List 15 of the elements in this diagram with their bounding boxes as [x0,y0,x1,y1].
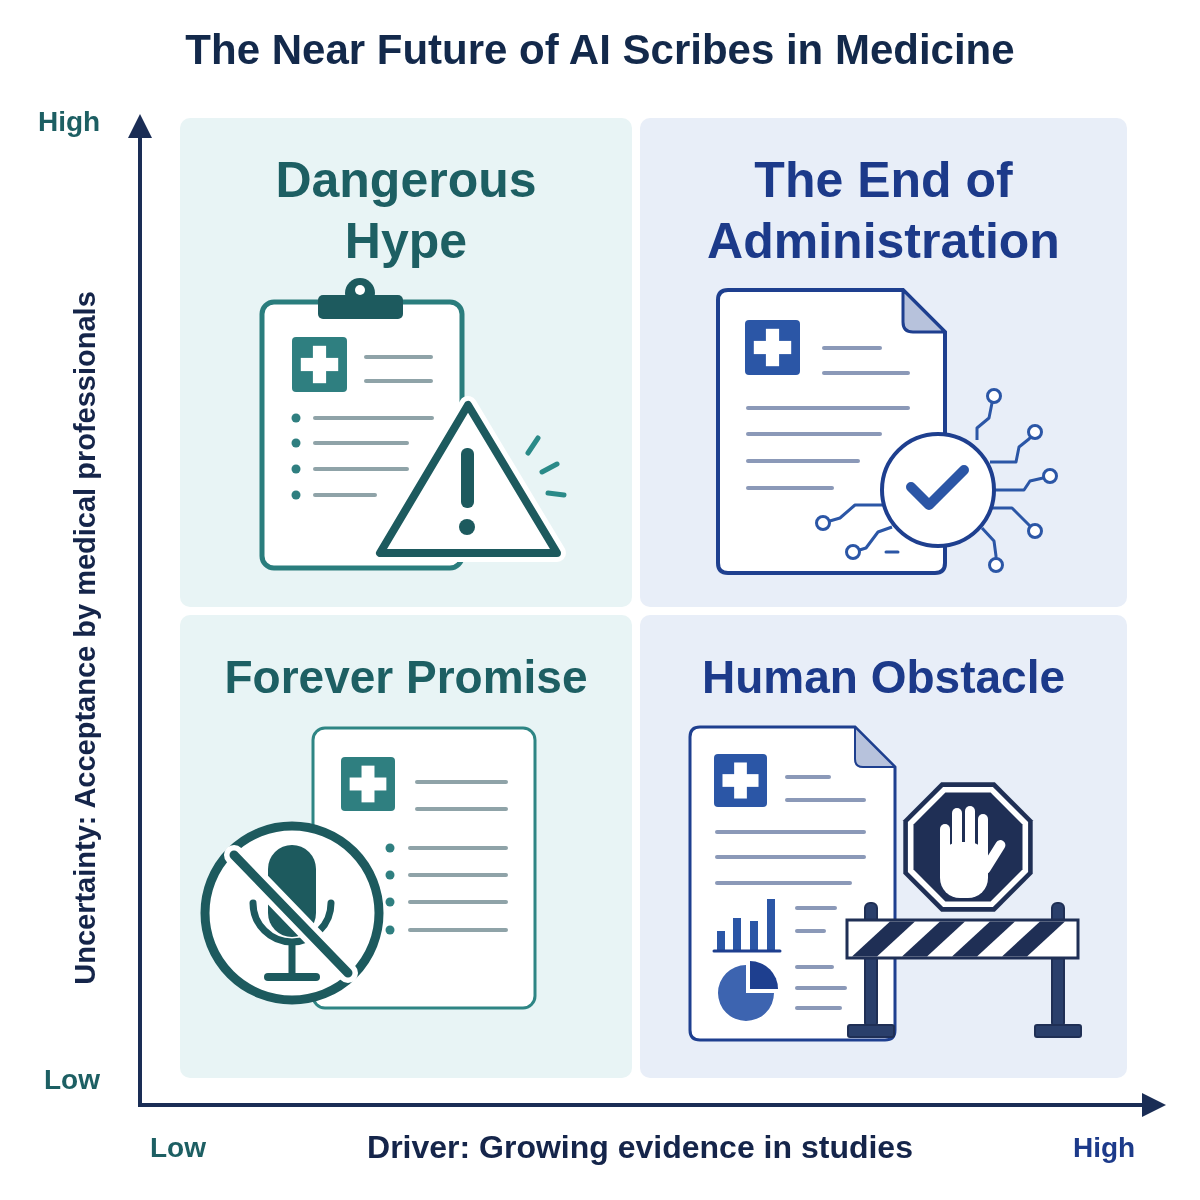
quadrant-title: Dangerous Hype [274,151,538,271]
quadrant-panel [640,118,1127,607]
axis-title: Uncertainty: Acceptance by medical professionals [69,291,103,985]
diagram-title: The Near Future of AI Scribes in Medicine [185,26,1015,75]
quadrant-title: Human Obstacle [702,650,1065,705]
axis-end-label: High [38,106,101,139]
axis-end-label: High [1073,1132,1136,1165]
axis-title: Driver: Growing evidence in studies [367,1129,913,1166]
quadrant-panel [180,615,632,1078]
axis-end-label: Low [44,1064,100,1097]
quadrant-title: The End of Administration [706,151,1061,271]
quadrant-title: Forever Promise [224,650,588,705]
quadrant-panel [180,118,632,607]
axis-end-label: Low [150,1132,206,1165]
quadrant-panel [640,615,1127,1078]
